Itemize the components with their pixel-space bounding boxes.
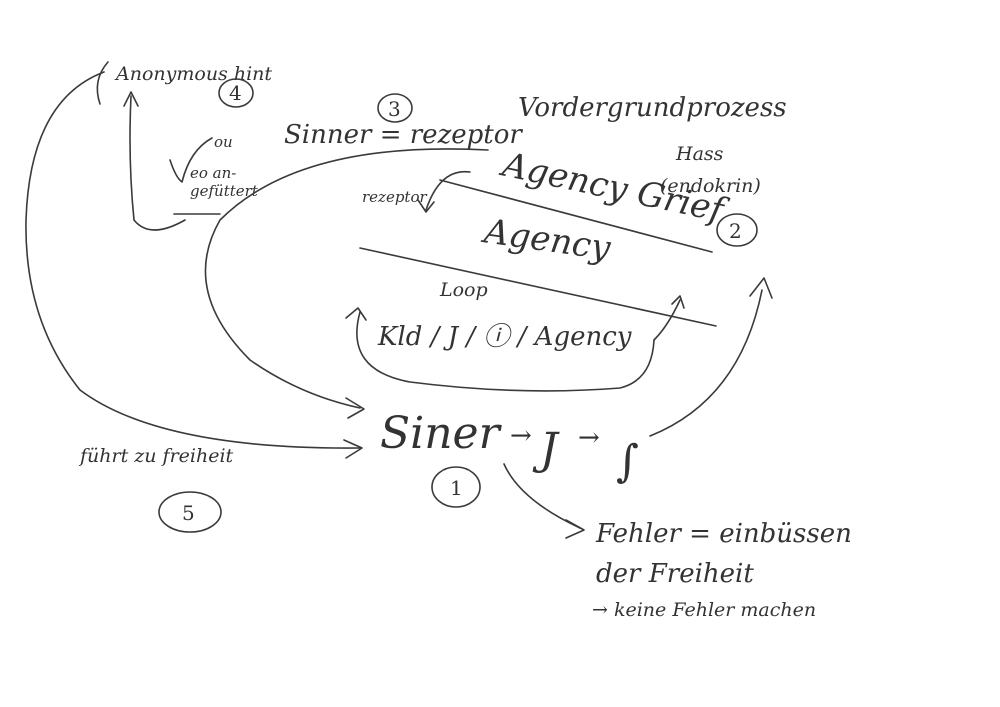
fuehrt-zu-freiheit-label: führt zu freiheit bbox=[78, 445, 234, 467]
number-1: 1 bbox=[450, 476, 463, 500]
loop-curve bbox=[356, 311, 655, 392]
arrowhead-rezeptor bbox=[417, 199, 435, 213]
loop-label: Loop bbox=[439, 279, 488, 301]
arrowhead-to-anonymous bbox=[123, 91, 139, 107]
arrowhead-to-fehler bbox=[565, 519, 585, 539]
agency-label: Agency bbox=[479, 211, 614, 269]
anonymous-hint-label: Anonymous hint bbox=[114, 63, 272, 85]
arrow-to-fehler bbox=[503, 463, 581, 529]
endokrin-label: (endokrin) bbox=[660, 175, 761, 197]
arrow-to-vordergrund bbox=[649, 289, 763, 437]
arrow-2: → bbox=[578, 423, 600, 453]
arrowhead-loop-up bbox=[671, 295, 685, 309]
circle-2 bbox=[716, 213, 758, 247]
gefuettert-label: gefüttert bbox=[190, 182, 259, 200]
number-5: 5 bbox=[182, 501, 195, 525]
sinner-rezeptor-label: Sinner = rezeptor bbox=[284, 120, 523, 150]
arc-anonymous-to-siner bbox=[25, 71, 361, 449]
fehler-line-3: → keine Fehler machen bbox=[592, 599, 816, 621]
integral-label: ∫ bbox=[616, 436, 639, 487]
loop-items-label: Kld / J / ⓘ / Agency bbox=[377, 322, 632, 352]
separator-line bbox=[359, 247, 717, 327]
underline-agency-grief bbox=[439, 179, 713, 253]
ou-label: ou bbox=[214, 133, 233, 151]
number-4: 4 bbox=[229, 81, 242, 105]
j-label: J bbox=[532, 424, 560, 475]
arrow-to-anonymous bbox=[129, 95, 186, 231]
circle-5 bbox=[158, 491, 222, 533]
fehler-line-1: Fehler = einbüssen bbox=[595, 519, 852, 549]
arrow-1: → bbox=[510, 421, 532, 451]
circle-3 bbox=[377, 93, 413, 123]
arrowhead-to-vordergrund bbox=[749, 277, 773, 299]
number-2: 2 bbox=[729, 219, 742, 243]
rezeptor-small-label: rezeptor bbox=[362, 188, 427, 206]
loop-curve-up bbox=[653, 299, 681, 341]
arrowhead-loop-left bbox=[345, 307, 367, 321]
check-mark bbox=[169, 137, 213, 183]
arrowhead-arc-to-siner bbox=[345, 397, 365, 419]
siner-label: Siner bbox=[380, 408, 503, 459]
arc-rezeptor-to-siner bbox=[204, 148, 489, 409]
circle-1 bbox=[431, 466, 481, 508]
arrow-rezeptor bbox=[425, 170, 471, 211]
hass-label: Hass bbox=[675, 143, 724, 165]
arrowhead-left-to-siner bbox=[343, 439, 363, 459]
fehler-line-2: der Freiheit bbox=[596, 559, 754, 589]
bracket-anonymous bbox=[96, 61, 109, 105]
vordergrundprozess-label: Vordergrundprozess bbox=[518, 93, 787, 123]
number-3: 3 bbox=[388, 97, 401, 121]
circle-4 bbox=[218, 78, 254, 108]
eo-an-label: eo an- bbox=[190, 164, 236, 182]
